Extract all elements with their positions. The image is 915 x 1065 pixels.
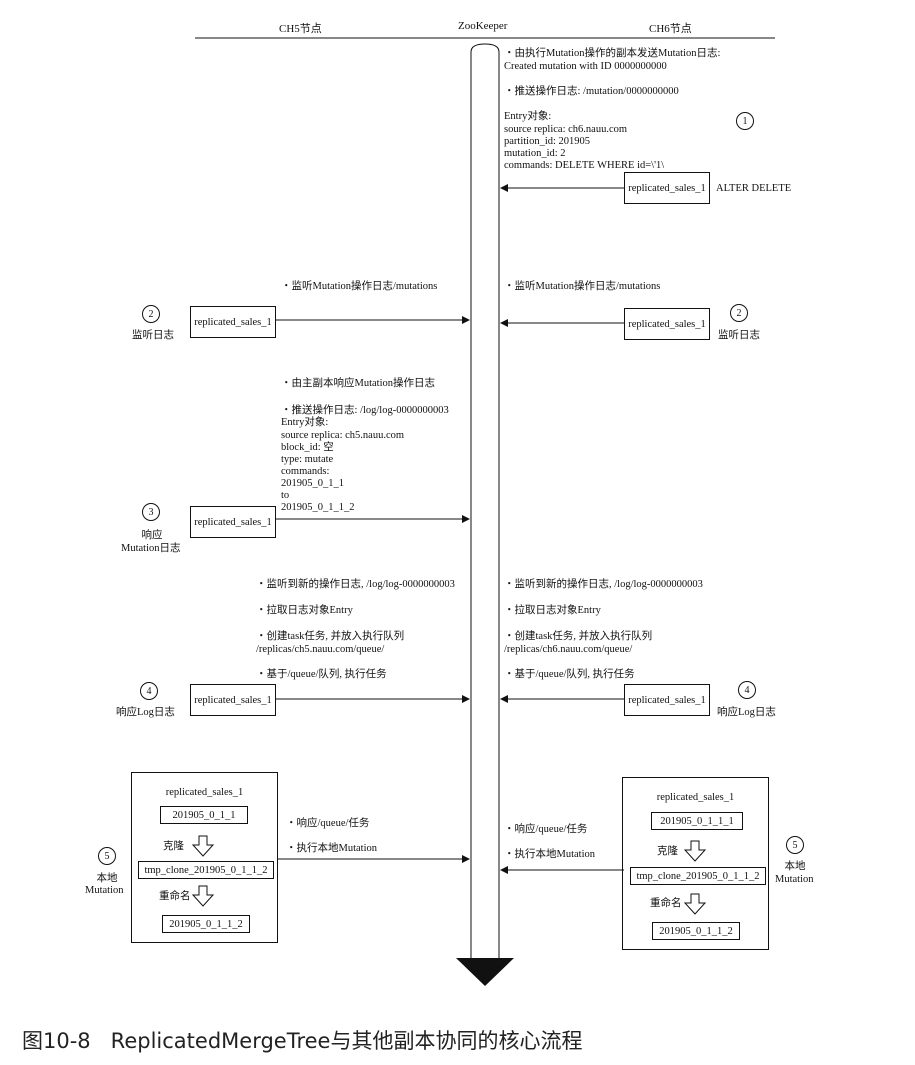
step4-right-line: ・创建task任务, 并放入执行队列 <box>504 631 653 642</box>
left-panel-title: replicated_sales_1 <box>165 787 244 798</box>
step4-right-line: ・拉取日志对象Entry <box>504 605 601 616</box>
step5-left-caption-1: 本地 <box>96 873 118 884</box>
left-part-original: 201905_0_1_1 <box>160 806 248 824</box>
clone-down-arrow-left <box>191 835 215 857</box>
zookeeper-header: ZooKeeper <box>458 20 508 32</box>
step4-right-caption: 响应Log日志 <box>717 707 776 718</box>
step4-right-number: 4 <box>738 681 756 699</box>
step4-left-number: 4 <box>140 682 158 700</box>
step4-left-line: ・监听到新的操作日志, /log/log-0000000003 <box>256 579 455 590</box>
right-panel-title: replicated_sales_1 <box>656 792 735 803</box>
ch6-header: CH6节点 <box>649 23 692 35</box>
step3-line: block_id: 空 <box>281 442 334 453</box>
left-mutation-panel <box>131 772 278 943</box>
left-rename-label: 重命名 <box>159 891 191 902</box>
step3-replica-box: replicated_sales_1 <box>190 506 276 538</box>
step1-replica-box: replicated_sales_1 <box>624 172 710 204</box>
step4-right-line: ・基于/queue/队列, 执行任务 <box>504 669 635 680</box>
step2-left-replica-box: replicated_sales_1 <box>190 306 276 338</box>
step3-number: 3 <box>142 503 160 521</box>
step2-left-number: 2 <box>142 305 160 323</box>
zookeeper-lifeline <box>470 43 500 958</box>
step5-left-text-2: ・执行本地Mutation <box>286 843 377 854</box>
step4-left-caption: 响应Log日志 <box>116 707 175 718</box>
step5-left-number: 5 <box>98 847 116 865</box>
step5-left-caption-2: Mutation <box>85 885 124 896</box>
left-part-renamed: 201905_0_1_1_2 <box>162 915 250 933</box>
step1-line: partition_id: 201905 <box>504 136 591 147</box>
step3-line: source replica: ch5.nauu.com <box>281 430 405 441</box>
step5-right-number: 5 <box>786 836 804 854</box>
rename-down-arrow-left <box>191 885 215 907</box>
step2-left-text: ・监听Mutation操作日志/mutations <box>281 281 438 292</box>
step5-right-caption-2: Mutation <box>775 874 814 885</box>
step1-line: Entry对象: <box>504 111 552 122</box>
step1-line: ・由执行Mutation操作的副本发送Mutation日志: <box>504 48 721 59</box>
step4-left-line: /replicas/ch5.nauu.com/queue/ <box>256 644 385 655</box>
right-part-original: 201905_0_1_1_1 <box>651 812 743 830</box>
step3-line: ・由主副本响应Mutation操作日志 <box>281 378 435 389</box>
clone-down-arrow-right <box>683 840 707 862</box>
step3-caption-1: 响应 <box>141 530 163 541</box>
step5-right-caption-1: 本地 <box>784 861 806 872</box>
step5-left-text-1: ・响应/queue/任务 <box>286 818 370 829</box>
step1-command: ALTER DELETE <box>716 183 792 194</box>
right-part-clone: tmp_clone_201905_0_1_1_2 <box>630 867 766 885</box>
step4-left-line: ・创建task任务, 并放入执行队列 <box>256 631 405 642</box>
step4-right-line: ・监听到新的操作日志, /log/log-0000000003 <box>504 579 703 590</box>
step3-line: Entry对象: <box>281 417 329 428</box>
step3-line: 201905_0_1_1 <box>281 478 344 489</box>
step1-line: source replica: ch6.nauu.com <box>504 124 628 135</box>
step4-left-line: ・基于/queue/队列, 执行任务 <box>256 669 387 680</box>
rename-down-arrow-right <box>683 893 707 915</box>
left-part-clone: tmp_clone_201905_0_1_1_2 <box>138 861 274 879</box>
step4-left-replica-box: replicated_sales_1 <box>190 684 276 716</box>
timeline-arrowhead <box>456 958 514 986</box>
step4-right-replica-box: replicated_sales_1 <box>624 684 710 716</box>
step1-line: mutation_id: 2 <box>504 148 566 159</box>
right-rename-label: 重命名 <box>650 898 682 909</box>
right-part-renamed: 201905_0_1_1_2 <box>652 922 740 940</box>
step4-right-line: /replicas/ch6.nauu.com/queue/ <box>504 644 633 655</box>
step3-line: type: mutate <box>281 454 334 465</box>
step5-right-text-2: ・执行本地Mutation <box>504 849 595 860</box>
step1-line: ・推送操作日志: /mutation/0000000000 <box>504 86 679 97</box>
step5-right-text-1: ・响应/queue/任务 <box>504 824 588 835</box>
step3-line: commands: <box>281 466 330 477</box>
step3-caption-2: Mutation日志 <box>121 543 181 554</box>
step2-right-caption: 监听日志 <box>718 330 760 341</box>
step1-line: commands: DELETE WHERE id=\'1\ <box>504 160 665 171</box>
step3-line: to <box>281 490 290 501</box>
step2-right-replica-box: replicated_sales_1 <box>624 308 710 340</box>
step1-number: 1 <box>736 112 754 130</box>
step1-line: Created mutation with ID 0000000000 <box>504 61 667 72</box>
step3-line: ・推送操作日志: /log/log-0000000003 <box>281 405 449 416</box>
ch5-header: CH5节点 <box>279 23 322 35</box>
right-clone-label: 克隆 <box>657 846 678 857</box>
step4-left-line: ・拉取日志对象Entry <box>256 605 353 616</box>
step2-right-number: 2 <box>730 304 748 322</box>
step2-right-text: ・监听Mutation操作日志/mutations <box>504 281 661 292</box>
step3-line: 201905_0_1_1_2 <box>281 502 355 513</box>
right-mutation-panel <box>622 777 769 950</box>
left-clone-label: 克隆 <box>163 841 184 852</box>
step2-left-caption: 监听日志 <box>132 330 174 341</box>
figure-caption: 图10-8 ReplicatedMergeTree与其他副本协同的核心流程 <box>22 1029 583 1053</box>
